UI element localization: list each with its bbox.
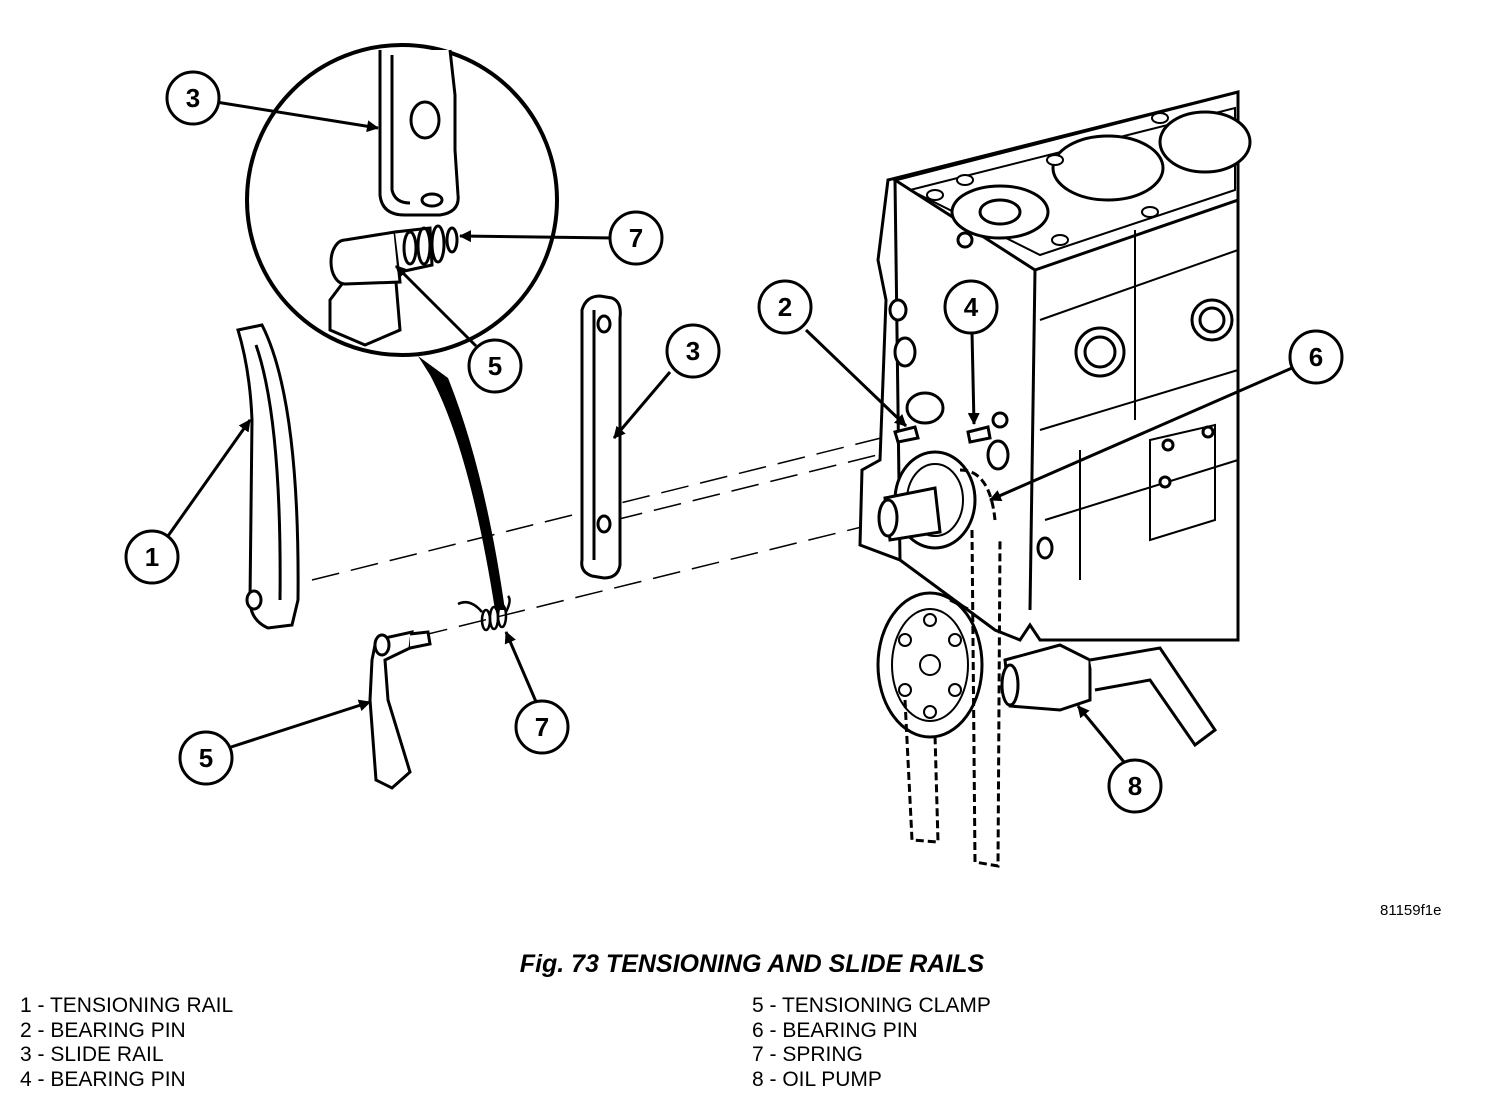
spring-detail	[402, 224, 459, 266]
spring	[457, 595, 511, 632]
svg-text:6: 6	[1309, 342, 1323, 372]
callout-7: 7	[514, 699, 570, 755]
figure-id: 81159f1e	[1380, 902, 1442, 919]
callout-3: 3	[665, 323, 721, 379]
svg-text:7: 7	[629, 223, 643, 253]
figure-caption: Fig. 73 TENSIONING AND SLIDE RAILS	[519, 950, 985, 978]
legend-right: 5 - TENSIONING CLAMP 6 - BEARING PIN 7 -…	[752, 994, 991, 1092]
callout-7-detail: 7	[608, 210, 664, 266]
callout-5: 5	[178, 730, 234, 786]
oil-pump	[1000, 643, 1218, 748]
svg-text:3: 3	[686, 336, 700, 366]
legend-item: 4 - BEARING PIN	[20, 1067, 186, 1091]
detail-magnifier	[245, 43, 559, 357]
svg-text:8: 8	[1128, 771, 1142, 801]
slide-rail-detail	[378, 49, 460, 217]
legend-item: 8 - OIL PUMP	[752, 1067, 882, 1091]
engine-block	[858, 90, 1252, 642]
legend-item: 7 - SPRING	[752, 1043, 863, 1066]
tensioning-rail	[236, 323, 300, 630]
leader-arrows	[166, 100, 1293, 763]
tensioning-clamp	[368, 630, 432, 790]
callout-3-detail: 3	[165, 70, 221, 126]
svg-text:7: 7	[535, 712, 549, 742]
callout-5-detail: 5	[467, 338, 523, 394]
svg-text:2: 2	[778, 292, 792, 322]
callout-4: 4	[943, 279, 999, 335]
legend-item: 6 - BEARING PIN	[752, 1018, 918, 1042]
callout-6: 6	[1288, 329, 1344, 385]
svg-text:3: 3	[186, 83, 200, 113]
exploded-view-diagram: 3 7 5 1 3 7 5 2 4 6 8	[124, 43, 1344, 868]
svg-text:5: 5	[488, 351, 502, 381]
legend-left: 1 - TENSIONING RAIL 2 - BEARING PIN 3 - …	[20, 994, 233, 1092]
svg-text:1: 1	[145, 542, 159, 572]
legend-item: 3 - SLIDE RAIL	[20, 1043, 164, 1066]
detail-pointer-arrow	[418, 356, 505, 610]
callout-1: 1	[124, 529, 180, 585]
callout-2: 2	[757, 279, 813, 335]
legend-item: 1 - TENSIONING RAIL	[20, 994, 234, 1017]
slide-rail	[580, 294, 622, 580]
svg-text:4: 4	[964, 292, 979, 322]
callout-8: 8	[1107, 758, 1163, 814]
legend-item: 2 - BEARING PIN	[20, 1018, 186, 1042]
clamp-pin-detail	[328, 226, 434, 347]
svg-text:5: 5	[199, 743, 213, 773]
crank-sprocket-and-chain	[876, 450, 1002, 868]
legend-item: 5 - TENSIONING CLAMP	[752, 994, 991, 1017]
